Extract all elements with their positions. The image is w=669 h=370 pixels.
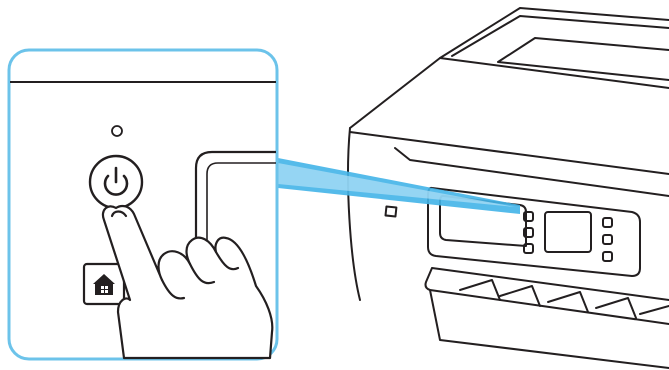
printer-front-top-edge <box>349 57 441 129</box>
hand-shape <box>101 204 274 360</box>
hand-finger-crease-3 <box>214 250 240 271</box>
printer-top-surface <box>439 7 669 89</box>
panel-lcd-screen <box>544 211 592 253</box>
hand-finger-crease-2 <box>188 262 216 285</box>
printer-scanner-lid-edge <box>451 15 669 57</box>
panel-button-right-2 <box>602 234 613 245</box>
callout-lcd-inner <box>206 162 276 250</box>
power-icon <box>103 166 129 196</box>
printer-tray-slot-2 <box>499 285 541 307</box>
panel-button-right-1 <box>602 217 613 228</box>
callout-zoom-panel <box>7 48 279 361</box>
hand-finger-crease-1 <box>160 278 186 300</box>
panel-button-right-3 <box>602 251 613 262</box>
panel-button-left-3 <box>523 243 534 254</box>
printer-top-recess <box>497 37 669 81</box>
home-icon <box>93 274 115 295</box>
printer-tray-slot-1 <box>459 279 501 301</box>
hand-fingernail <box>110 210 128 218</box>
pressing-hand <box>101 204 274 360</box>
printer-tray-bottom <box>429 289 669 369</box>
printer-front-upper-line <box>349 131 669 175</box>
callout-beam-highlight <box>278 163 515 207</box>
printer-tray-slot-5 <box>639 305 669 315</box>
home-button <box>82 262 126 306</box>
power-lamp <box>111 125 123 137</box>
panel-button-left-1 <box>523 211 534 222</box>
printer-front-edge <box>347 127 361 301</box>
printer-logo-mark <box>384 205 398 218</box>
printer-tray-slot-4 <box>595 297 637 319</box>
power-button <box>88 154 144 210</box>
panel-button-left-2 <box>523 227 534 238</box>
printer-tray-slot-3 <box>547 291 589 313</box>
callout-lcd-corner <box>194 150 276 250</box>
printer-front-groove <box>394 147 669 197</box>
